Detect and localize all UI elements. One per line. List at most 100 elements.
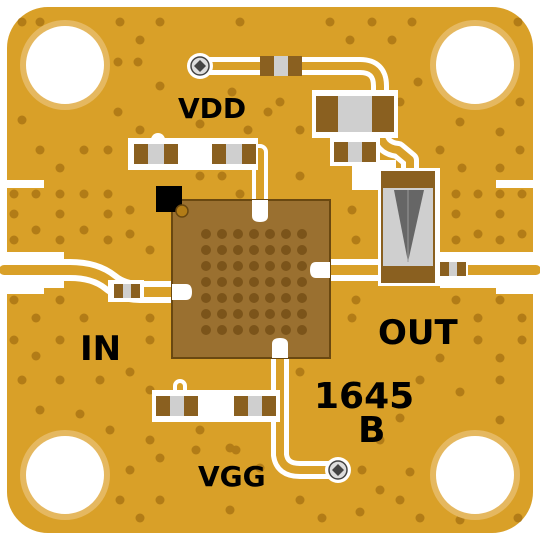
via-13 bbox=[133, 57, 143, 67]
chip-pad bbox=[265, 229, 275, 239]
chip-pad bbox=[201, 325, 211, 335]
via-33 bbox=[103, 145, 113, 155]
via-98 bbox=[75, 409, 85, 419]
via-87 bbox=[517, 335, 527, 345]
via-97 bbox=[35, 405, 45, 415]
via-18 bbox=[413, 77, 423, 87]
via-57 bbox=[347, 205, 357, 215]
via-90 bbox=[95, 375, 105, 385]
via-66 bbox=[351, 235, 361, 245]
via-96 bbox=[495, 375, 505, 385]
via-65 bbox=[145, 245, 155, 255]
chip-pad bbox=[217, 229, 227, 239]
via-50 bbox=[517, 189, 527, 199]
via-46 bbox=[125, 205, 135, 215]
via-89 bbox=[55, 375, 65, 385]
chip-pad bbox=[201, 229, 211, 239]
mounting-hole-top-right-icon bbox=[430, 20, 520, 110]
via-field bbox=[9, 17, 527, 525]
chip-pad bbox=[201, 309, 211, 319]
via-62 bbox=[9, 235, 19, 245]
via-42 bbox=[31, 189, 41, 199]
chip-pad bbox=[281, 293, 291, 303]
via-81 bbox=[55, 335, 65, 345]
chip-pad bbox=[233, 325, 243, 335]
chip-pad bbox=[297, 293, 307, 303]
via-55 bbox=[103, 209, 113, 219]
via-123 bbox=[415, 513, 425, 523]
via-23 bbox=[195, 119, 205, 129]
via-72 bbox=[79, 313, 89, 323]
via-16 bbox=[275, 97, 285, 107]
input-capacitor bbox=[114, 284, 140, 298]
via-56 bbox=[125, 229, 135, 239]
via-32 bbox=[79, 145, 89, 155]
via-105 bbox=[495, 415, 505, 425]
chip-pad bbox=[217, 293, 227, 303]
via-88 bbox=[17, 375, 27, 385]
via-79 bbox=[9, 335, 19, 345]
via-125 bbox=[513, 513, 523, 523]
chip-pad bbox=[249, 293, 259, 303]
via-107 bbox=[125, 465, 135, 475]
via-9 bbox=[387, 35, 397, 45]
via-73 bbox=[145, 313, 155, 323]
chip-pad bbox=[233, 277, 243, 287]
chip-pad bbox=[297, 325, 307, 335]
via-122 bbox=[395, 495, 405, 505]
via-84 bbox=[435, 353, 445, 363]
via-60 bbox=[495, 209, 505, 219]
via-54 bbox=[79, 225, 89, 235]
chip-pad bbox=[265, 277, 275, 287]
chip-pad bbox=[297, 309, 307, 319]
output-capacitor bbox=[440, 262, 466, 276]
mounting-hole-bottom-right-icon bbox=[430, 430, 520, 520]
chip-pad bbox=[233, 309, 243, 319]
via-47 bbox=[451, 189, 461, 199]
via-52 bbox=[31, 225, 41, 235]
via-7 bbox=[345, 35, 355, 45]
via-109 bbox=[191, 445, 201, 455]
vgg-capacitor-2 bbox=[234, 396, 276, 416]
via-82 bbox=[145, 335, 155, 345]
via-35 bbox=[217, 171, 227, 181]
chip-pad-array bbox=[201, 229, 307, 335]
direction-arrow-icon bbox=[394, 190, 424, 262]
via-75 bbox=[451, 295, 461, 305]
via-10 bbox=[407, 17, 417, 27]
via-3 bbox=[135, 35, 145, 45]
chip-pad bbox=[217, 325, 227, 335]
chip-pad bbox=[249, 277, 259, 287]
passive-components bbox=[114, 56, 466, 416]
vgg-label: VGG bbox=[198, 460, 266, 493]
chip-pad bbox=[265, 309, 275, 319]
via-95 bbox=[455, 387, 465, 397]
via-30 bbox=[35, 145, 45, 155]
chip-pad bbox=[297, 261, 307, 271]
chip-pad bbox=[217, 277, 227, 287]
via-4 bbox=[155, 17, 165, 27]
via-36 bbox=[235, 189, 245, 199]
vdd-label: VDD bbox=[178, 92, 246, 125]
via-119 bbox=[295, 495, 305, 505]
chip-pad bbox=[201, 261, 211, 271]
via-112 bbox=[357, 465, 367, 475]
via-108 bbox=[155, 453, 165, 463]
via-116 bbox=[135, 513, 145, 523]
via-111 bbox=[255, 463, 265, 473]
vdd-capacitor-2 bbox=[212, 144, 256, 164]
chip-pad bbox=[201, 293, 211, 303]
via-76 bbox=[473, 313, 483, 323]
via-110 bbox=[231, 445, 241, 455]
chip-pad bbox=[249, 261, 259, 271]
chip-pad bbox=[281, 277, 291, 287]
via-15 bbox=[227, 87, 237, 97]
chip-pad bbox=[217, 245, 227, 255]
vdd-test-point-icon bbox=[187, 53, 213, 79]
via-39 bbox=[457, 163, 467, 173]
via-48 bbox=[473, 189, 483, 199]
chip-pad bbox=[201, 277, 211, 287]
chip-pad bbox=[297, 229, 307, 239]
part-revision-label: B bbox=[358, 410, 385, 451]
via-69 bbox=[9, 295, 19, 305]
